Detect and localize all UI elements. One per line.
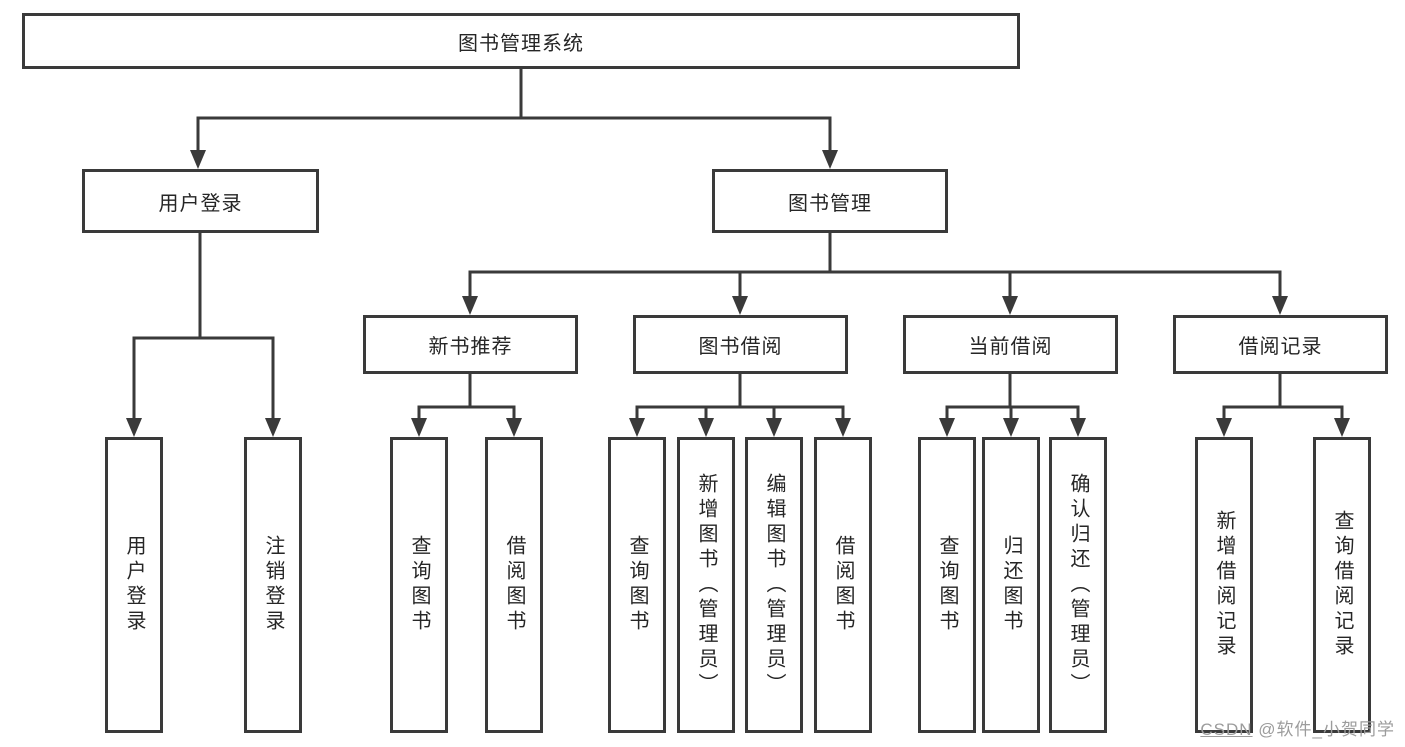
node-query-borrow-record: 查询借阅记录 <box>1313 437 1371 733</box>
node-return-books: 归还图书 <box>982 437 1040 733</box>
csdn-watermark-brand: CSDN <box>1200 720 1253 739</box>
node-user-login-branch: 用户登录 <box>82 169 319 233</box>
csdn-watermark: CSDN @软件_小贺同学 <box>1200 715 1395 740</box>
csdn-watermark-author: @软件_小贺同学 <box>1252 720 1395 739</box>
node-query-books-current: 查询图书 <box>918 437 976 733</box>
node-library-management-system: 图书管理系统 <box>22 13 1020 69</box>
node-new-book-recommendation: 新书推荐 <box>363 315 578 374</box>
node-query-books-borrowing: 查询图书 <box>608 437 666 733</box>
node-add-borrow-record: 新增借阅记录 <box>1195 437 1253 733</box>
node-borrowing-records: 借阅记录 <box>1173 315 1388 374</box>
node-confirm-return-admin: 确认归还（管理员） <box>1049 437 1107 733</box>
node-book-management: 图书管理 <box>712 169 948 233</box>
node-book-borrowing: 图书借阅 <box>633 315 848 374</box>
node-logout: 注销登录 <box>244 437 302 733</box>
node-current-borrowing: 当前借阅 <box>903 315 1118 374</box>
node-borrow-books: 借阅图书 <box>814 437 872 733</box>
node-edit-books-admin: 编辑图书（管理员） <box>745 437 803 733</box>
node-borrow-books-recommend: 借阅图书 <box>485 437 543 733</box>
node-query-books-recommend: 查询图书 <box>390 437 448 733</box>
node-user-login: 用户登录 <box>105 437 163 733</box>
node-add-books-admin: 新增图书（管理员） <box>677 437 735 733</box>
